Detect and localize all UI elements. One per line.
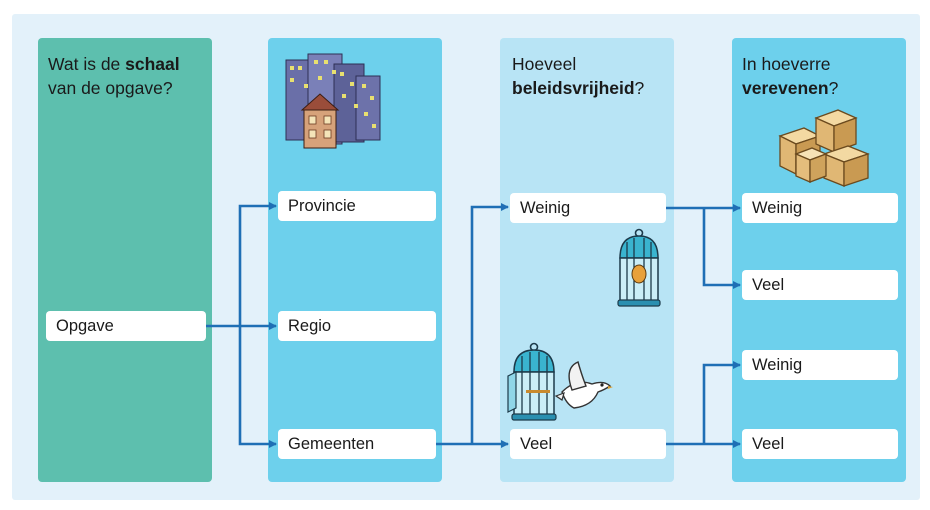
city-buildings-icon — [285, 53, 381, 149]
arrow-opgave-gemeenten — [238, 326, 277, 448]
heading-beleidsvrijheid: Hoeveel beleidsvrijheid? — [512, 54, 645, 98]
arrow-opgave-provincie — [238, 202, 277, 326]
column-schaal — [38, 38, 212, 482]
cardboard-boxes-icon — [778, 109, 870, 187]
heading-schaal: Wat is de schaal van de opgave? — [48, 54, 180, 98]
bird-cage-closed-icon — [617, 228, 661, 307]
box-gemeenten: Gemeenten — [278, 429, 436, 459]
box-verevenen-weinig-1: Weinig — [742, 193, 898, 223]
box-verevenen-veel-2: Veel — [742, 429, 898, 459]
box-opgave: Opgave — [46, 311, 206, 341]
box-regio: Regio — [278, 311, 436, 341]
box-verevenen-weinig-2: Weinig — [742, 350, 898, 380]
heading-verevenen: In hoeverre verevenen? — [742, 54, 839, 98]
box-beleid-weinig: Weinig — [510, 193, 666, 223]
bird-cage-open-icon — [507, 342, 557, 421]
arrow-veel-weinig — [702, 361, 741, 444]
bird-flying-icon — [554, 361, 613, 409]
column-verevenen — [732, 38, 906, 482]
box-verevenen-veel-1: Veel — [742, 270, 898, 300]
box-provincie: Provincie — [278, 191, 436, 221]
arrow-gemeenten-weinig — [470, 203, 509, 444]
box-beleid-veel: Veel — [510, 429, 666, 459]
arrow-weinig-veel — [702, 208, 741, 289]
